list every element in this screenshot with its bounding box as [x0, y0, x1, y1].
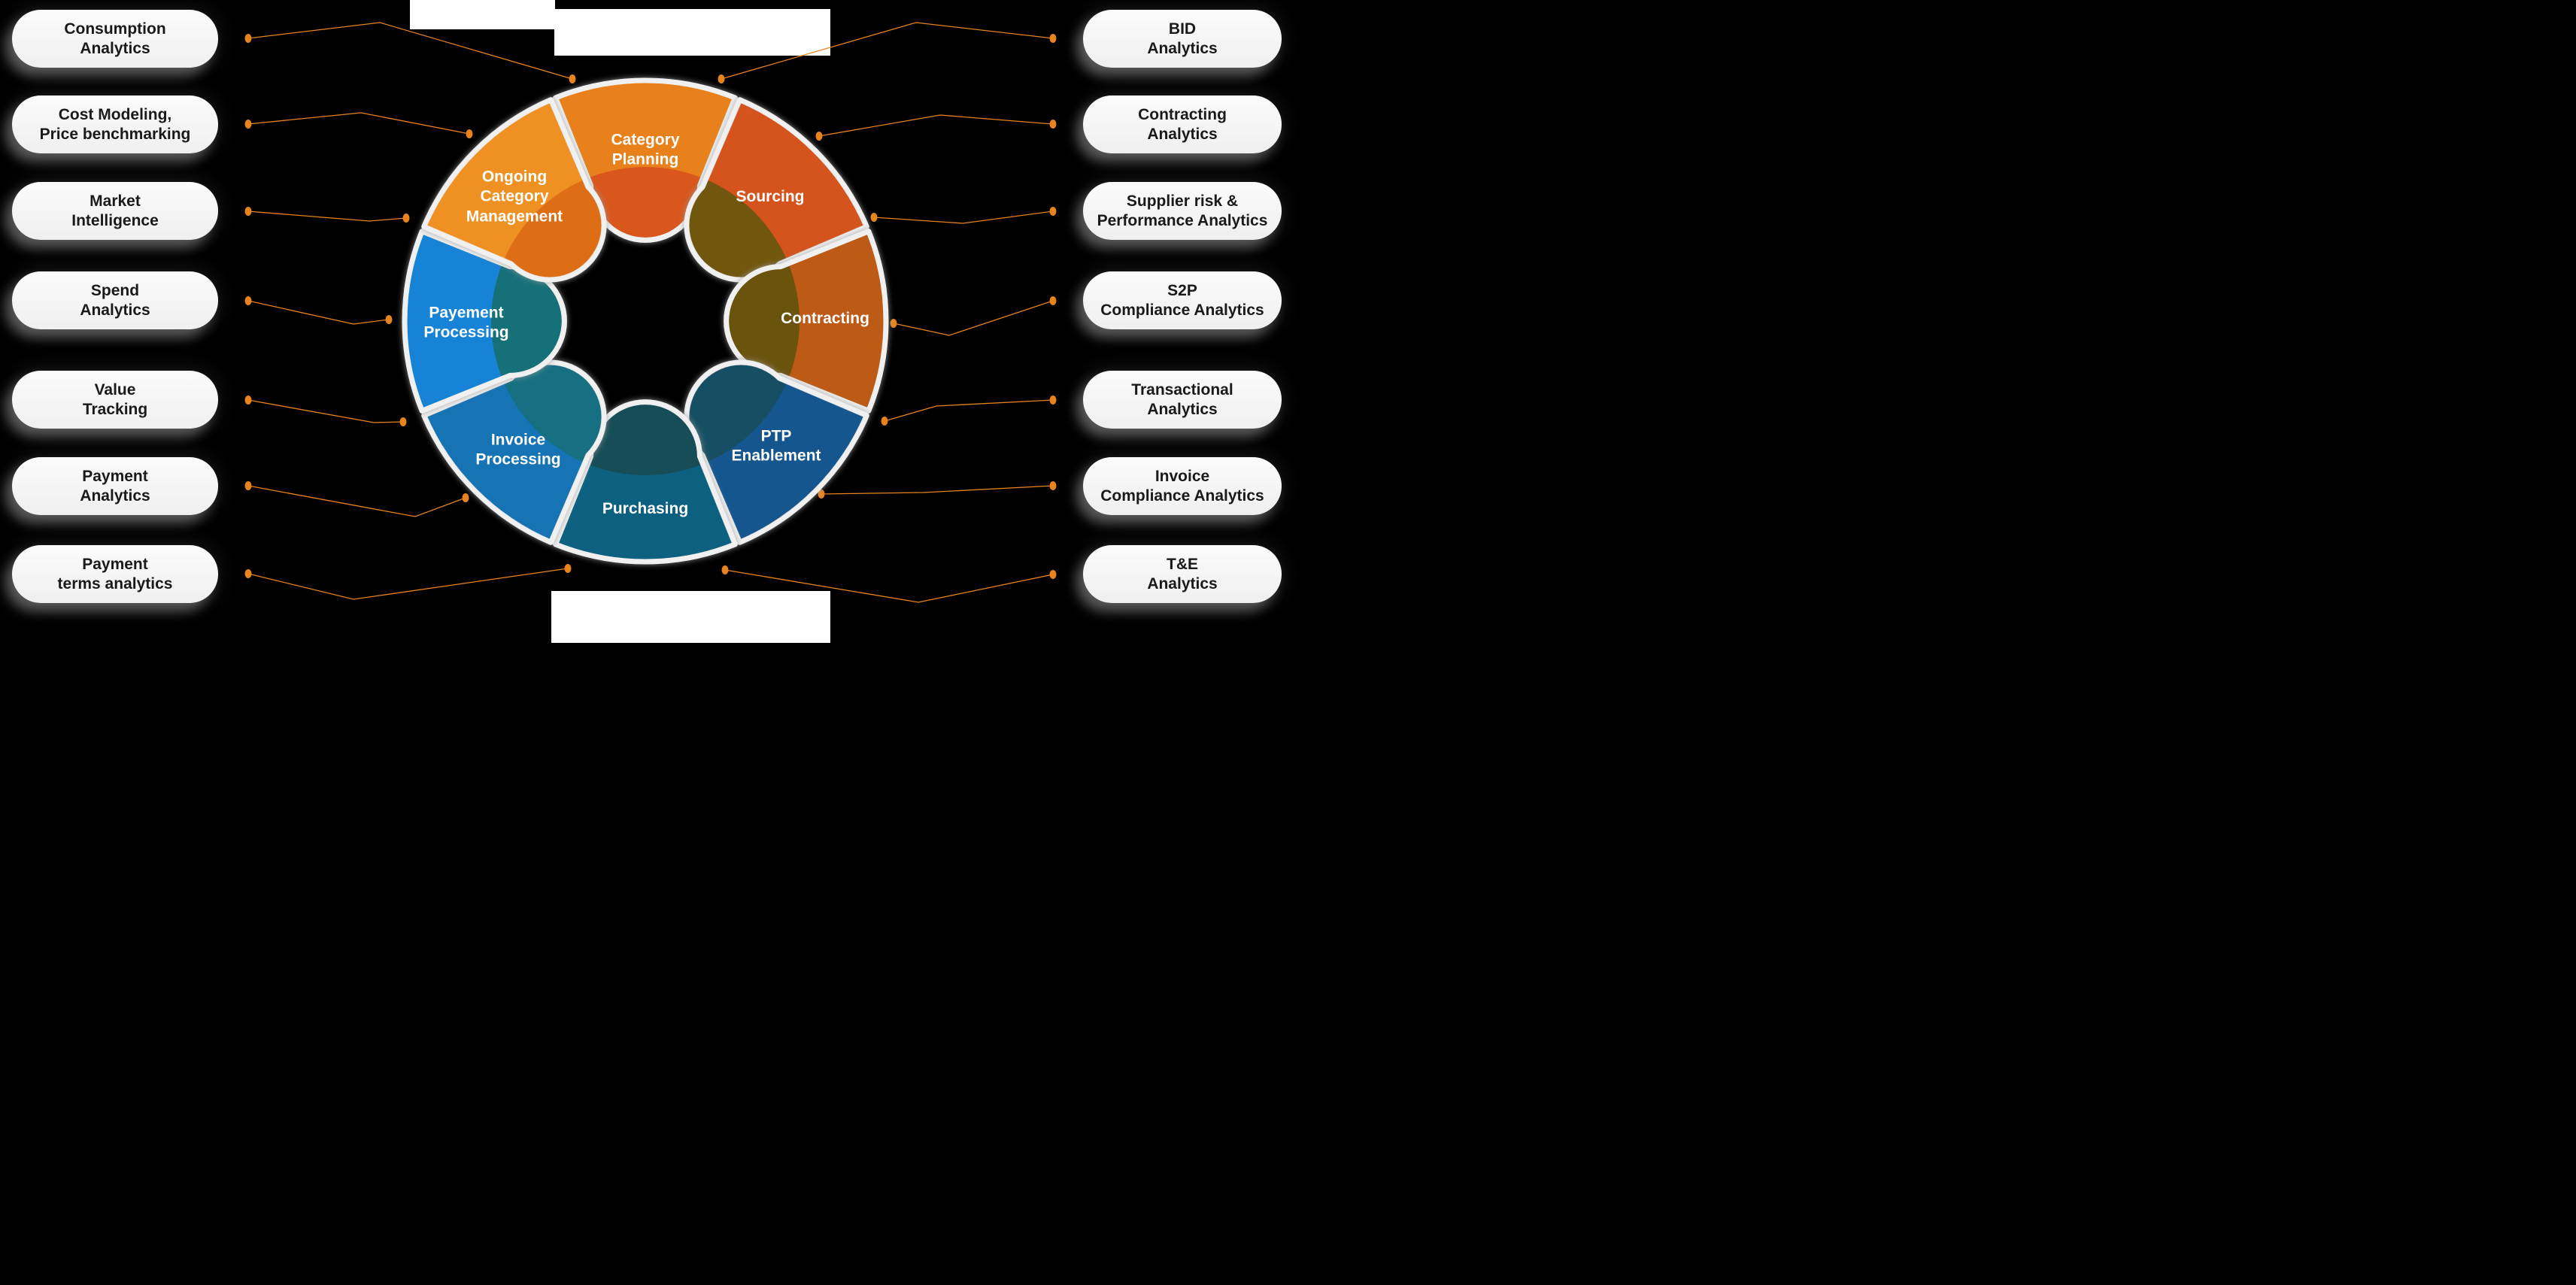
connector-right-2: [815, 114, 1057, 141]
connector-dot: [569, 74, 576, 83]
connector-right-4: [890, 296, 1057, 336]
wheel-segment-ptp-enablement: [684, 359, 869, 545]
connector-dot: [244, 34, 252, 43]
background-white-patch-bottom-center: [551, 591, 830, 643]
background-white-patch-top-center: [554, 9, 830, 56]
pill-cost-modeling-price-benchmarking: Cost Modeling,Price benchmarking: [12, 95, 218, 153]
cycle-wheel-graphic: [244, 22, 1057, 603]
connector-left-7: [244, 564, 572, 600]
wheel-segment-ongoing-category-management: [421, 97, 607, 283]
connector-right-6: [818, 481, 1057, 499]
connector-left-2: [244, 112, 473, 138]
connector-right-1: [718, 22, 1057, 83]
background-white-patch-top-left: [410, 0, 555, 29]
connector-left-4: [244, 296, 393, 325]
connector-left-3: [244, 207, 410, 223]
wheel-segment-invoice-processing: [421, 359, 607, 545]
connector-right-5: [881, 396, 1057, 426]
wheel-segment-sourcing: [684, 97, 869, 283]
connector-left-5: [244, 396, 407, 426]
pill-supplier-risk-performance-analytics: Supplier risk &Performance Analytics: [1083, 182, 1282, 240]
connector-left-6: [244, 481, 469, 517]
wheel-label-purchasing: Purchasing: [602, 499, 689, 517]
connector-left-1: [244, 22, 576, 83]
connector-right-7: [721, 565, 1057, 603]
wheel-label-sourcing: Sourcing: [736, 187, 805, 205]
wheel-label-contracting: Contracting: [781, 309, 869, 327]
connector-right-3: [870, 207, 1057, 224]
